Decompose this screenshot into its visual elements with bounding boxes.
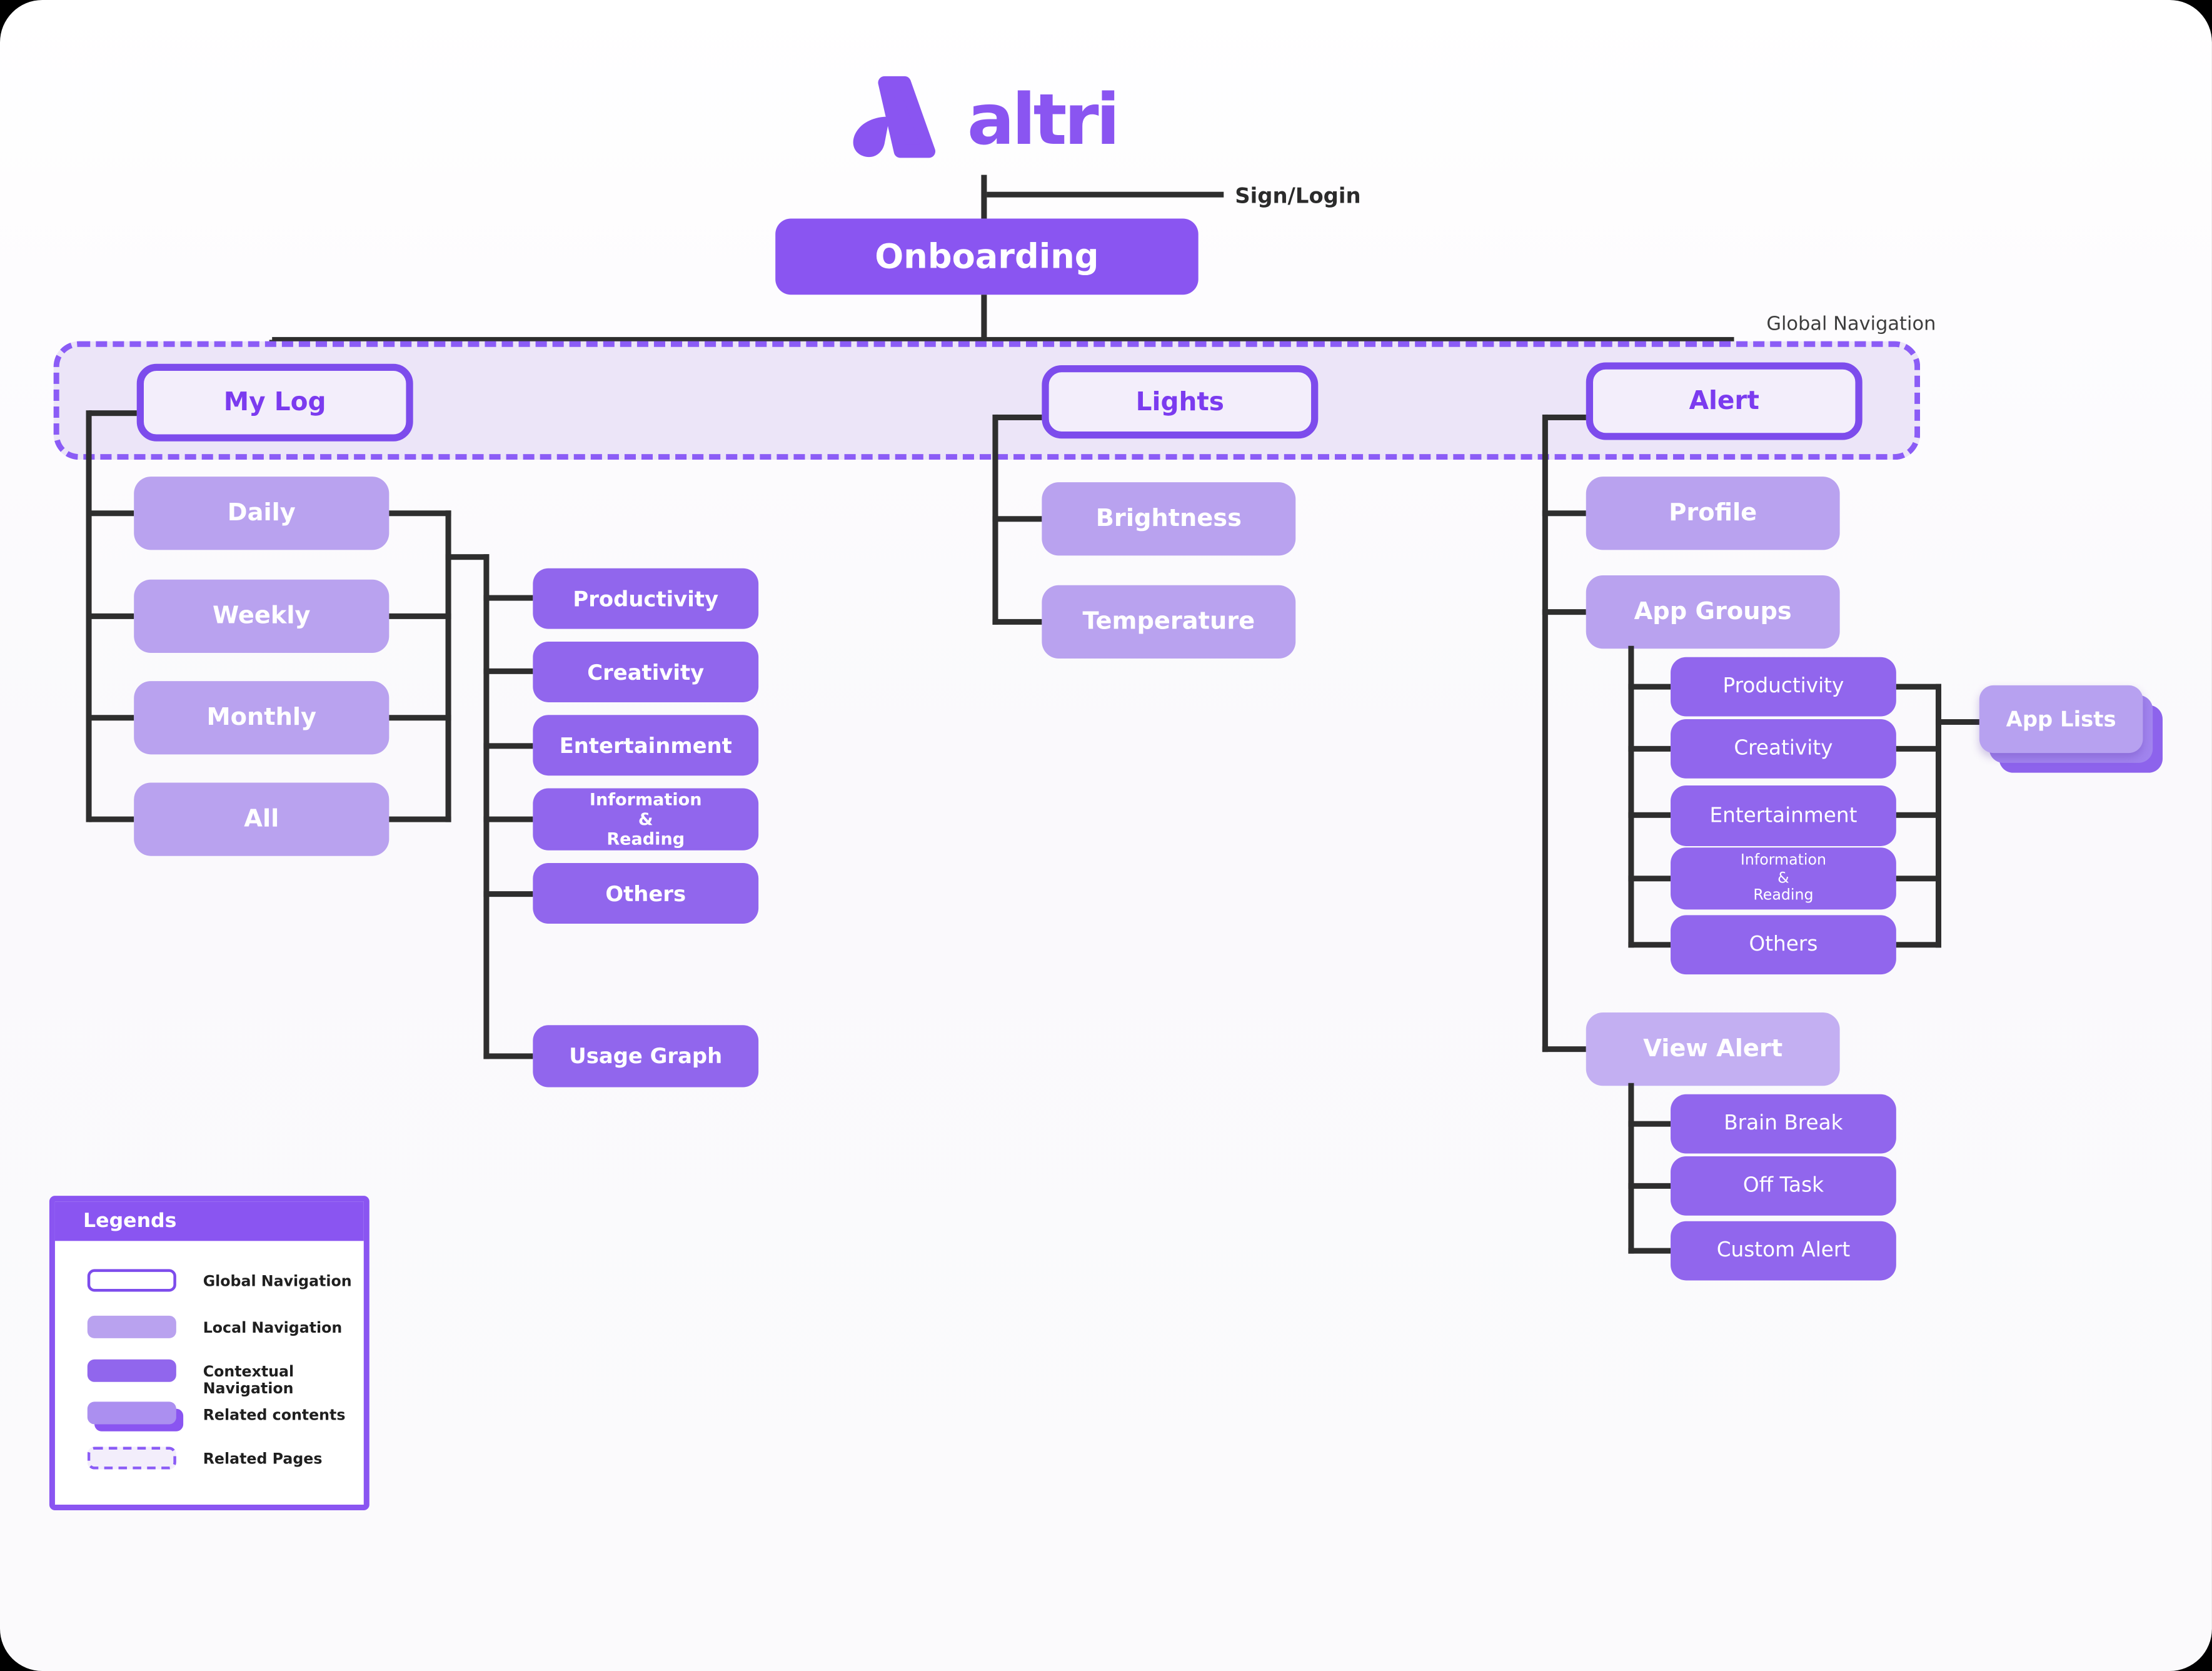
- connector-line: [1896, 876, 1941, 882]
- node-app-groups: App Groups: [1586, 575, 1840, 649]
- connector-line: [483, 1053, 533, 1059]
- connector-line: [1628, 876, 1671, 882]
- legend-swatch-related-contents: [87, 1401, 184, 1431]
- legend-label: Related contents: [203, 1407, 346, 1425]
- connector-line: [89, 510, 134, 517]
- connector-line: [1628, 812, 1671, 818]
- legend-label: Contextual Navigation: [203, 1363, 294, 1398]
- node-brain-break: Brain Break: [1671, 1094, 1896, 1154]
- connector-line: [389, 613, 451, 619]
- connector-line: [89, 816, 134, 822]
- node-entertainment: Entertainment: [533, 715, 759, 776]
- connector-line: [1628, 1183, 1671, 1189]
- legend-panel: Legends Global Navigation Local Navigati…: [49, 1196, 370, 1510]
- connector-line: [1896, 942, 1941, 948]
- node-custom-alert: Custom Alert: [1671, 1221, 1896, 1281]
- node-daily: Daily: [134, 477, 390, 550]
- connector-line: [992, 516, 1042, 522]
- node-app-lists: App Lists: [1979, 685, 2143, 754]
- connector-line: [272, 336, 1734, 343]
- node-group-productivity: Productivity: [1671, 657, 1896, 717]
- connector-line: [389, 715, 451, 721]
- legend-swatch-related-pages: [87, 1446, 176, 1470]
- node-profile: Profile: [1586, 477, 1840, 550]
- node-temperature: Temperature: [1042, 585, 1296, 659]
- connector-line: [389, 510, 451, 517]
- connector-line: [1628, 684, 1671, 690]
- node-off-task: Off Task: [1671, 1156, 1896, 1216]
- connector-line: [1628, 942, 1671, 948]
- node-usage-graph: Usage Graph: [533, 1025, 759, 1088]
- legend-label: Global Navigation: [203, 1273, 352, 1291]
- connector-line: [992, 618, 1042, 625]
- connector-line: [1628, 1121, 1671, 1127]
- connector-line: [1542, 510, 1586, 517]
- connector-line: [483, 816, 533, 822]
- node-group-information-reading: Information & Reading: [1671, 847, 1896, 910]
- node-monthly: Monthly: [134, 681, 390, 755]
- brand-wordmark: altri: [967, 79, 1120, 161]
- node-brightness: Brightness: [1042, 482, 1296, 556]
- legend-header: Legends: [54, 1201, 364, 1241]
- node-information-reading: Information & Reading: [533, 788, 759, 851]
- node-group-creativity: Creativity: [1671, 719, 1896, 779]
- connector-line: [445, 554, 490, 560]
- connector-line: [483, 554, 490, 1059]
- connector-line: [981, 174, 987, 222]
- legend-label: Local Navigation: [203, 1320, 343, 1337]
- legend-swatch-contextual-navigation: [87, 1359, 176, 1382]
- legend-title: Legends: [83, 1209, 177, 1233]
- connector-line: [483, 743, 533, 749]
- connector-line: [1896, 812, 1941, 818]
- connector-line: [483, 595, 533, 601]
- connector-line: [89, 410, 137, 416]
- connector-line: [483, 891, 533, 897]
- connector-line: [1896, 745, 1941, 752]
- connector-line: [995, 414, 1042, 420]
- connector-line: [445, 510, 451, 822]
- node-creativity: Creativity: [533, 641, 759, 702]
- legend-swatch-local-navigation: [87, 1315, 176, 1338]
- node-all: All: [134, 782, 390, 856]
- connector-line: [1935, 719, 1979, 725]
- node-my-log: My Log: [136, 363, 413, 442]
- legend-swatch-global-navigation: [87, 1269, 176, 1292]
- node-group-others: Others: [1671, 915, 1896, 975]
- connector-line: [1896, 684, 1941, 690]
- node-onboarding: Onboarding: [775, 218, 1199, 295]
- node-group-entertainment: Entertainment: [1671, 785, 1896, 846]
- sign-login-label: Sign/Login: [1235, 183, 1361, 209]
- connector-line: [483, 668, 533, 674]
- connector-line: [987, 191, 1224, 198]
- global-navigation-label: Global Navigation: [1766, 313, 1936, 336]
- node-alert: Alert: [1586, 362, 1863, 440]
- legend-label: Related Pages: [203, 1451, 323, 1468]
- node-weekly: Weekly: [134, 579, 390, 654]
- connector-line: [1628, 1248, 1671, 1254]
- connector-line: [981, 295, 987, 343]
- connector-line: [1628, 745, 1671, 752]
- connector-line: [1542, 609, 1586, 615]
- connector-line: [389, 816, 451, 822]
- connector-line: [1935, 684, 1941, 948]
- connector-line: [1542, 1046, 1586, 1053]
- connector-line: [1545, 414, 1586, 420]
- connector-line: [1628, 645, 1634, 948]
- node-view-alert: View Alert: [1586, 1012, 1840, 1086]
- node-productivity: Productivity: [533, 568, 759, 629]
- connector-line: [1628, 1083, 1634, 1254]
- node-others: Others: [533, 862, 759, 924]
- connector-line: [89, 715, 134, 721]
- node-lights: Lights: [1042, 365, 1319, 439]
- connector-line: [1542, 414, 1548, 1053]
- legend-swatch-related-front: [87, 1401, 176, 1425]
- connector-line: [89, 613, 134, 619]
- altri-logo-icon: [853, 76, 936, 158]
